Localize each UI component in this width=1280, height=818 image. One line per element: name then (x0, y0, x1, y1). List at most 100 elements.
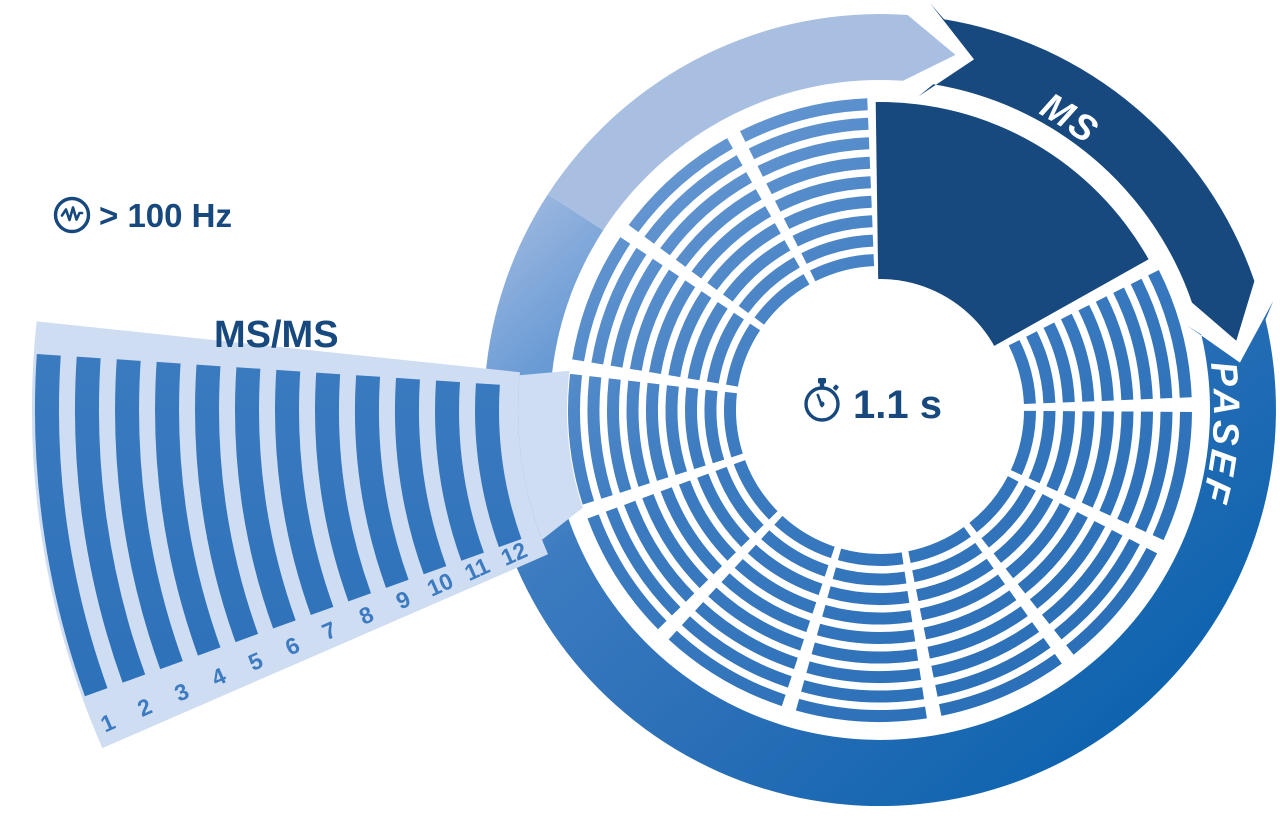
frame-wedge (572, 237, 761, 387)
frame-stripe (1010, 410, 1036, 476)
frame-stripe (1054, 538, 1140, 640)
frame-stripe (1099, 411, 1134, 516)
frame-stripe (722, 240, 791, 302)
frame-stripe (628, 138, 733, 233)
frame-stripe (1046, 411, 1075, 492)
stopwatch-body (804, 386, 840, 422)
fan-bar (475, 383, 522, 548)
frame-stripe (665, 385, 688, 476)
frame-wedge (969, 476, 1158, 655)
pulse-icon-wave (60, 206, 84, 222)
frame-stripe (1078, 305, 1114, 402)
stopwatch-icon (804, 378, 840, 422)
frame-stripe (908, 526, 971, 563)
frame-stripe (587, 376, 613, 499)
frame-stripe (708, 587, 805, 651)
frame-stripe (1060, 313, 1095, 402)
cycle-time: 1.1 s (804, 378, 942, 427)
msms-label: MS/MS (214, 314, 339, 356)
frame-stripe (1081, 411, 1114, 508)
frame-stripe (1008, 340, 1036, 405)
fan-bar (235, 367, 296, 629)
frame-stripe (697, 473, 750, 548)
frame-stripe (810, 254, 875, 282)
fan-bar (394, 377, 447, 575)
frame-stripe (1113, 287, 1153, 400)
fan-bar (74, 356, 146, 683)
frame-stripe (1095, 296, 1134, 401)
frame-stripe (1043, 322, 1075, 403)
frame-stripe (591, 247, 647, 365)
ring-segment-accumulation (547, 14, 956, 231)
frame-stripe (1066, 547, 1158, 655)
frame-stripe (801, 234, 874, 264)
frame-stripe (748, 117, 869, 160)
frame-stripe (704, 389, 725, 464)
frame-stripe (587, 514, 667, 630)
frame-stripe (1134, 411, 1173, 533)
frame-stripe (721, 573, 811, 633)
stopwatch-button (832, 384, 839, 391)
frame-stripe (678, 480, 737, 561)
frame-stripe (1029, 520, 1106, 609)
frame-stripe (726, 323, 761, 387)
frame-stripe (774, 515, 835, 559)
frame-wedge (1008, 270, 1192, 405)
fan-bar (314, 372, 371, 602)
frame-stripe (668, 630, 786, 707)
frame-wedge (908, 526, 1062, 716)
frame-stripe (919, 574, 1005, 621)
frame-wedge (587, 460, 778, 630)
frequency-indicator: > 100 Hz (53, 196, 232, 234)
frame-stripe (740, 98, 868, 142)
frame-stripe (969, 476, 1019, 533)
frame-stripe (931, 622, 1040, 678)
frame-stripe (792, 215, 873, 247)
frame-stripe (1064, 411, 1095, 500)
fan-bar (275, 369, 334, 615)
fan-beam (518, 370, 583, 540)
frame-stripe (757, 137, 870, 177)
frame-stripe (645, 382, 669, 481)
frame-stripe (568, 373, 595, 505)
frame-stripe (993, 493, 1054, 563)
frame-stripe (761, 530, 829, 577)
ms-frame-wedge (875, 101, 1149, 347)
frame-wedge (740, 98, 875, 282)
frame-stripe (811, 642, 919, 664)
frame-stripe (624, 500, 695, 602)
frame-stripe (733, 460, 778, 520)
stopwatch-crown (818, 378, 826, 384)
frame-stripe (734, 558, 817, 614)
frame-wedge (1010, 410, 1192, 541)
stopwatch-neck (819, 382, 825, 387)
frame-stripe (685, 387, 706, 470)
frame-stripe (816, 623, 916, 644)
frame-stripe (927, 606, 1028, 659)
frame-stripe (939, 653, 1062, 716)
frame-wedges (568, 98, 1192, 722)
frame-stripe (660, 487, 723, 575)
frame-stripe (915, 558, 994, 602)
fan-bar (35, 354, 108, 697)
frame-stripe (706, 312, 744, 384)
frame-wedge (795, 548, 927, 722)
pulse-icon (53, 196, 91, 234)
frame-stripe (675, 189, 762, 267)
frame-wedge (628, 138, 810, 325)
frame-stripe (695, 601, 798, 670)
frame-stripe (1026, 331, 1056, 404)
frame-stripe (644, 155, 743, 244)
frame-stripe (795, 698, 927, 722)
frame-stripe (754, 274, 810, 325)
frame-stripe (801, 680, 925, 703)
frame-stripe (572, 237, 631, 362)
frame-stripe (912, 542, 983, 583)
frame-stripe (707, 223, 781, 291)
frame-stripe (832, 567, 907, 586)
fan-bar (155, 361, 221, 656)
ring-segment-ms (918, 3, 1255, 341)
frame-stripe (691, 206, 772, 279)
